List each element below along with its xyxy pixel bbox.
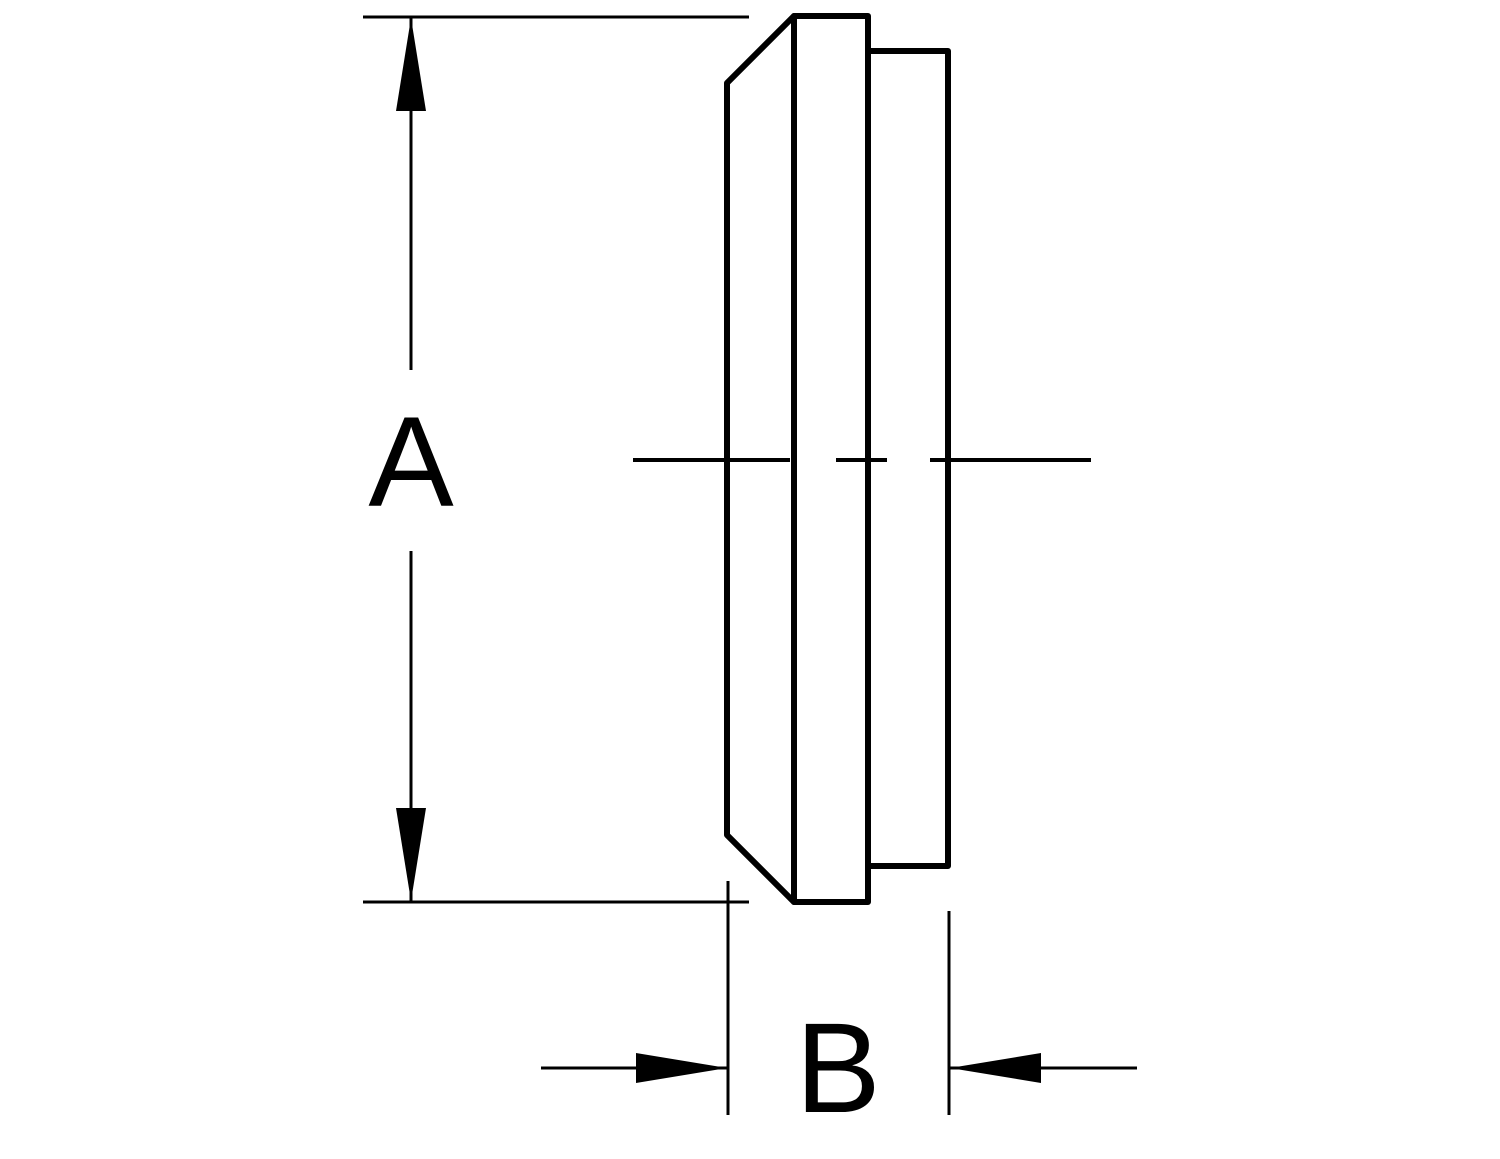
- dimension-a-arrow-down: [396, 808, 426, 901]
- dimension-a-arrow-up: [396, 18, 426, 111]
- dimension-a-label: A: [368, 391, 454, 534]
- dimension-b-label: B: [795, 997, 880, 1140]
- dimension-b-arrow-left: [950, 1053, 1041, 1083]
- dimension-b-arrow-right: [636, 1053, 727, 1083]
- dimension-a: [363, 15, 749, 904]
- dimension-b: [541, 881, 1137, 1115]
